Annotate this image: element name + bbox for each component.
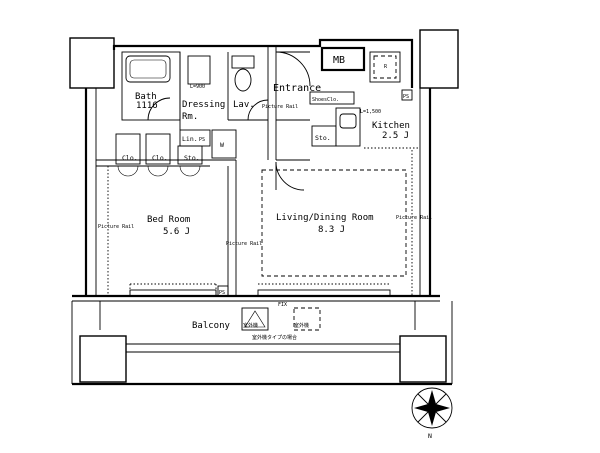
outdoor-unit-1-label: 室外機	[243, 322, 258, 329]
bath-size-label: 1116	[136, 101, 158, 111]
mb-label: MB	[333, 55, 345, 66]
outdoor-unit-1	[241, 307, 269, 331]
fix-label: FIX	[278, 302, 287, 308]
column-top-left	[69, 37, 115, 89]
kitchen-area: R PS L=1,500 Kitchen 2.5 J	[335, 51, 420, 149]
kitchen-size-label: 2.5 J	[382, 131, 409, 141]
washbasin-icon	[187, 55, 211, 85]
bath-area: Bath 1116	[121, 51, 181, 121]
dressing-label: Dressing	[182, 100, 225, 110]
north-label: N	[428, 432, 432, 440]
bath-label: Bath	[135, 92, 157, 102]
living-window	[257, 289, 391, 297]
shoes-closet	[309, 91, 355, 105]
sto-closet-label: Sto.	[184, 154, 200, 162]
north-arrow-icon: N	[411, 387, 453, 440]
mb-area: MB	[320, 46, 366, 72]
bedroom-size-label: 5.6 J	[163, 227, 190, 237]
picture-rail-mid-label: Picture Rail	[226, 241, 262, 247]
l900-label: L=900	[190, 84, 205, 90]
picture-rail-entrance-label: Picture Rail	[262, 104, 298, 110]
outdoor-unit-2	[293, 307, 321, 331]
mb-box	[320, 46, 366, 72]
outdoor-note-label: 室外機タイプの場合	[252, 334, 297, 341]
picture-rail-left-label: Picture Rail	[98, 224, 134, 230]
picture-rail-right-label: Picture Rail	[396, 215, 432, 221]
balcony-area: Balcony FIX 室外機 室外機 室外機タイプの場合	[71, 301, 453, 386]
living-label: Living/Dining Room	[276, 213, 374, 223]
bath-door-swing	[147, 97, 171, 121]
closets-row: Clo. Clo. Sto.	[96, 133, 236, 177]
exterior-walls	[69, 29, 459, 302]
clo-1-label: Clo.	[122, 154, 138, 162]
dressing-rm-label: Rm.	[182, 112, 198, 122]
bathtub-icon	[125, 55, 171, 83]
lav-label: Lav.	[233, 100, 255, 110]
balcony-column-right	[399, 335, 447, 383]
r-label: R	[384, 64, 388, 70]
entrance-label: Entrance	[273, 83, 321, 94]
living-rug-outline	[261, 169, 407, 277]
living-area: Picture Rail Living/Dining Room 8.3 J PS	[217, 150, 432, 297]
wm-space	[211, 129, 237, 159]
wm-label: W	[220, 141, 224, 149]
kitchen-label: Kitchen	[372, 121, 410, 131]
column-top-right	[419, 29, 459, 89]
clo-2-label: Clo.	[152, 154, 168, 162]
bedroom-area: Picture Rail Picture Rail Bed Room 5.6 J	[98, 160, 262, 297]
bedroom-window	[129, 289, 217, 297]
balcony-label: Balcony	[192, 321, 231, 331]
lin-label: Lin.	[182, 135, 198, 143]
balcony-column-left	[79, 335, 127, 383]
bedroom-label: Bed Room	[147, 215, 190, 225]
living-size-label: 8.3 J	[318, 225, 345, 235]
sink-icon	[339, 113, 357, 129]
front-door-swing	[275, 51, 311, 87]
entrance-area: Entrance Picture Rail ShoesClo. Sto.	[262, 46, 355, 191]
shoes-clo-label: ShoesClo.	[312, 97, 339, 103]
ps-kitchen-label: PS	[403, 94, 409, 100]
living-door-swing	[275, 161, 305, 191]
l1500-label: L=1,500	[360, 109, 381, 115]
toilet-icon	[234, 68, 252, 92]
lin-ps-label: PS	[199, 137, 205, 143]
toilet-tank-icon	[231, 55, 255, 69]
ps-balcony-label: PS	[219, 290, 225, 296]
sto-kitchen-label: Sto.	[315, 134, 331, 142]
dressing-area: L=900 Dressing Rm. Lav.	[179, 52, 269, 130]
outdoor-unit-2-label: 室外機	[294, 322, 309, 329]
fridge-space	[373, 55, 397, 79]
